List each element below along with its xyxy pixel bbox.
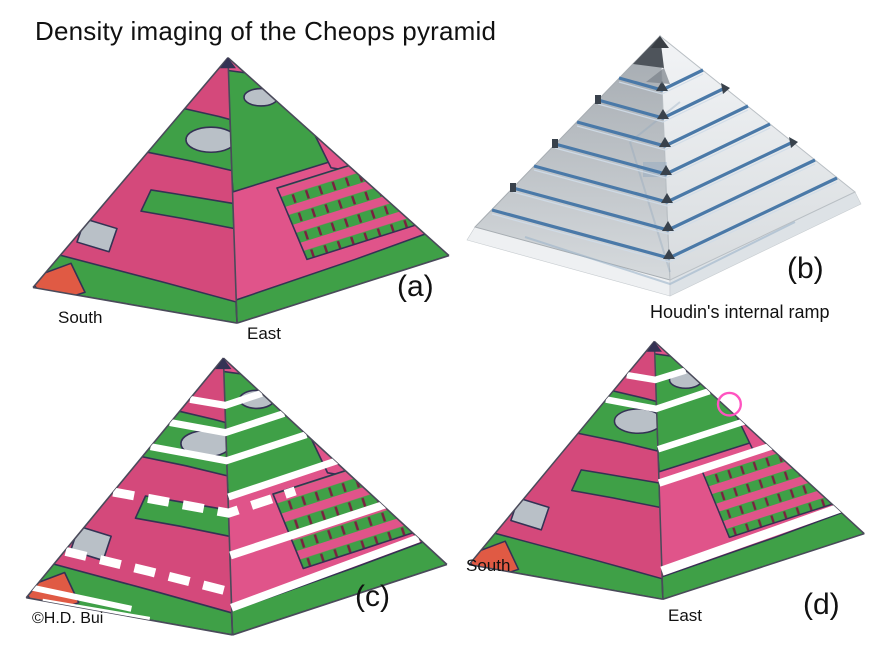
dashed-ramp-line	[64, 486, 297, 597]
white-ramp-stripes	[31, 389, 421, 623]
highlight-circle	[716, 391, 742, 417]
panel-tag-a: (a)	[397, 270, 434, 303]
figure-title: Density imaging of the Cheops pyramid	[35, 16, 497, 46]
apex-shadow-2	[646, 68, 670, 84]
label-south-a: South	[58, 308, 103, 327]
panel-tag-d: (d)	[803, 588, 840, 621]
density-pyramid-c	[8, 348, 453, 640]
panel-tag-b: (b)	[787, 252, 824, 285]
density-pyramid-d	[452, 332, 870, 604]
panel-tag-c: (c)	[355, 580, 390, 613]
ramp-corner-notches	[510, 81, 798, 259]
density-pyramid-a	[15, 48, 455, 328]
label-east-a: East	[247, 324, 282, 343]
label-east-d: East	[668, 606, 703, 625]
white-ramp-stripes	[605, 367, 857, 576]
copyright-credit: ©H.D. Bui	[32, 610, 104, 627]
apex-tip	[651, 36, 669, 48]
caption-houdin-ramp: Houdin's internal ramp	[650, 302, 830, 322]
houdin-pyramid	[466, 34, 862, 297]
label-south-d: South	[466, 556, 511, 575]
houdin-ramp-pyramid-b	[466, 34, 862, 297]
